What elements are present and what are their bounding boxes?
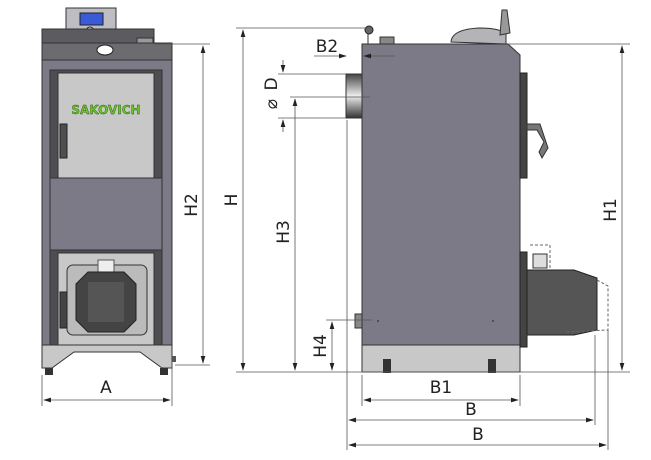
label-h: H xyxy=(222,194,242,207)
logo: SAKOVICH xyxy=(71,103,140,117)
front-view: SAKOVICH xyxy=(41,7,176,375)
controller-display xyxy=(79,12,104,26)
label-b1: B1 xyxy=(430,378,452,398)
side-view xyxy=(345,9,609,373)
label-b-inner: B xyxy=(465,400,477,420)
label-b2: B2 xyxy=(316,37,338,57)
door-handle xyxy=(59,123,68,159)
label-d: D xyxy=(262,77,282,90)
label-h2: H2 xyxy=(182,193,202,217)
label-h1: H1 xyxy=(601,198,621,222)
label-h3: H3 xyxy=(274,220,294,244)
label-b-outer: B xyxy=(472,425,484,445)
label-h4: H4 xyxy=(311,334,331,358)
upper-door xyxy=(57,72,155,179)
flue-pipe xyxy=(345,73,363,119)
thermometer-icon xyxy=(96,44,114,56)
label-d-symbol: ⌀ xyxy=(262,99,282,109)
dimension-labels: A B1 B B B2 H2 H H3 H4 H1 ⌀ D xyxy=(100,37,621,445)
dimension-lines xyxy=(41,27,630,450)
stand xyxy=(41,344,173,369)
side-handle xyxy=(526,123,549,160)
pellet-burner xyxy=(526,269,598,336)
label-a: A xyxy=(100,378,112,398)
